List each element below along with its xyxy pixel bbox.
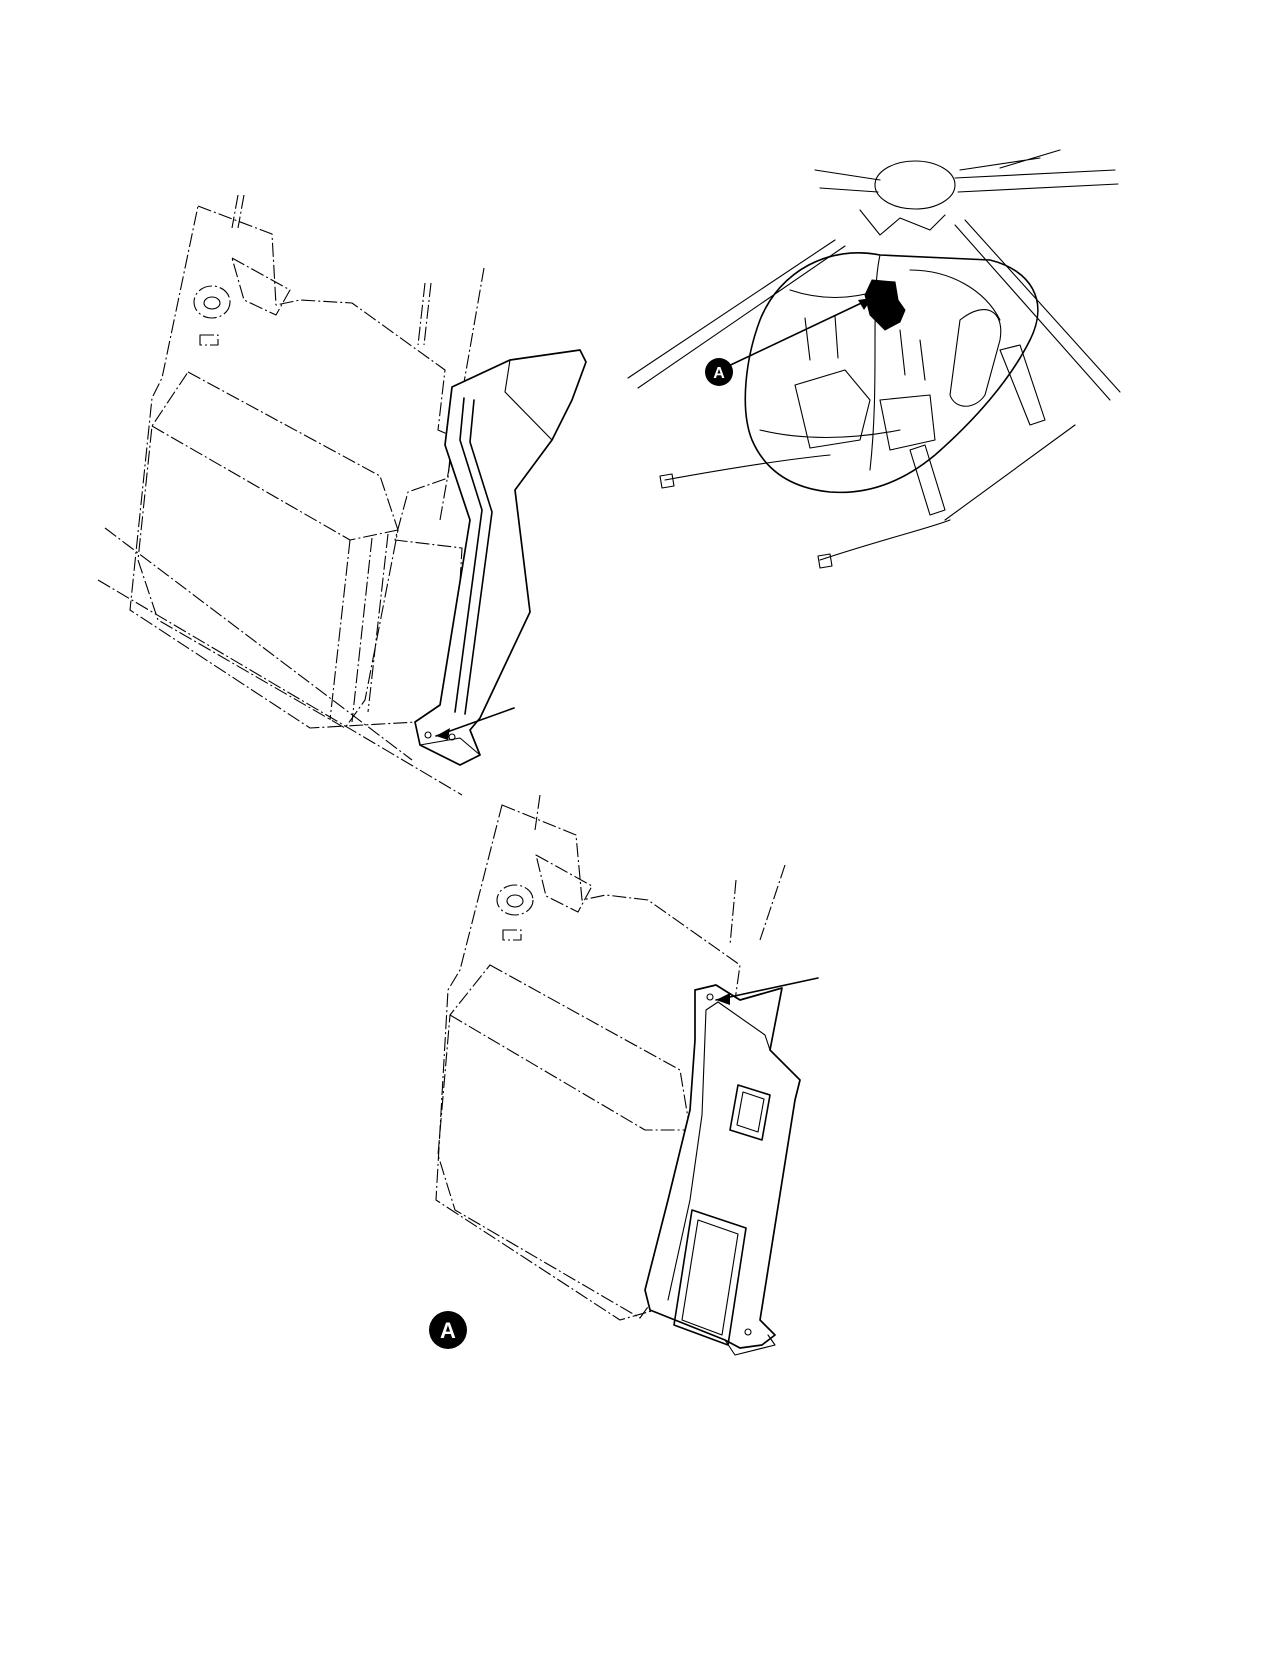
phantom-seat-bucket-b [437,964,691,1319]
mount-boss-hole [203,296,221,310]
locator-leader-arrowhead [858,298,872,310]
phantom-rod-mid [417,282,432,346]
leader-line-lower [715,977,819,1001]
fastener-hole-top [706,993,714,1001]
phantom-seat-corner [329,539,351,721]
phantom-floor-line-2 [97,579,463,796]
rotor-blade-left [814,169,881,193]
phantom-rod-b-left [534,794,541,831]
interior-seat-left [794,369,871,449]
side-liner-panel-upper [414,349,587,766]
liner-upper-cutout-inner [736,1091,765,1133]
skid-tube-right [944,424,1076,521]
liner-inner-fold-2 [667,1114,703,1301]
mount-boss-hole-b [506,894,524,908]
liner-inner-flange-2 [464,399,493,715]
rotor-hub [874,160,956,210]
liner-upper-cutout-outer [729,1084,771,1141]
leader-arrowhead-lower [716,993,730,1005]
skid-tube-left [664,454,831,481]
helicopter-locator-view: A [627,149,1121,569]
landing-gear-strut-front [909,444,946,516]
door-window [949,309,1002,407]
phantom-seat-bucket [137,371,399,729]
phantom-rod-b-right [759,864,786,941]
fuselage-outline [744,252,1039,494]
liner-top-fold-b [717,1001,771,1051]
detail-callout-circle [705,358,733,386]
liner-top-fold [504,359,553,441]
phantom-seat-side [351,533,389,723]
liner-location-highlight [864,279,906,331]
phantom-floor-line-1 [104,527,413,761]
detail-view-circle [429,1311,467,1349]
phantom-upper-bracket [231,257,291,316]
mast-linkage [859,209,946,236]
canopy-frame-bottom [759,429,901,439]
detail-view-letter: A [440,1318,456,1343]
phantom-rod-left [231,194,245,229]
locator-leader-line [719,297,873,371]
liner-inner-flange-1 [454,397,483,713]
phantom-mount-boss [193,285,231,319]
phantom-mount-boss-b [496,884,534,916]
canopy-frame-right [909,269,1001,321]
rotor-blade-right-long [954,219,1121,401]
fastener-hole-upper-left [424,731,432,739]
phantom-small-tab-b [502,929,522,941]
phantom-upper-bracket-b [535,854,593,913]
interior-seat-right [879,394,936,451]
rotor-blade-rear [959,149,1061,171]
landing-gear-strut-rear [999,344,1046,426]
phantom-bulkhead [129,205,463,729]
liner-inner-fold-1 [701,1001,719,1116]
liner-lower-cutout-inner [681,1219,739,1336]
skid-end-front [817,553,833,569]
phantom-rod-b-mid [729,879,737,946]
liner-foot-tab-b [724,1334,776,1356]
leader-arrowhead-upper [436,728,450,740]
detail-view-badge: A [429,1311,467,1349]
phantom-small-tab [199,334,219,346]
interior-frames [804,315,926,381]
fuselage-center-frame [869,254,881,471]
skid-tube-front [819,519,951,561]
rotor-blade-right [954,169,1119,193]
fastener-hole-upper-right [448,733,456,741]
phantom-seat-edge-b [449,1014,690,1131]
side-liner-panel-installed [644,984,801,1349]
skid-end-left [659,473,675,489]
detail-callout-letter: A [713,365,725,382]
phantom-seat-edge [151,425,399,541]
upper-left-installation-view [97,194,587,796]
liner-foot-tab [419,737,481,756]
rotor-blade-front [627,239,846,389]
fastener-hole-bottom [744,1328,752,1336]
detail-callout-badge: A [705,358,733,386]
detail-a-installed-view: A [429,794,819,1356]
